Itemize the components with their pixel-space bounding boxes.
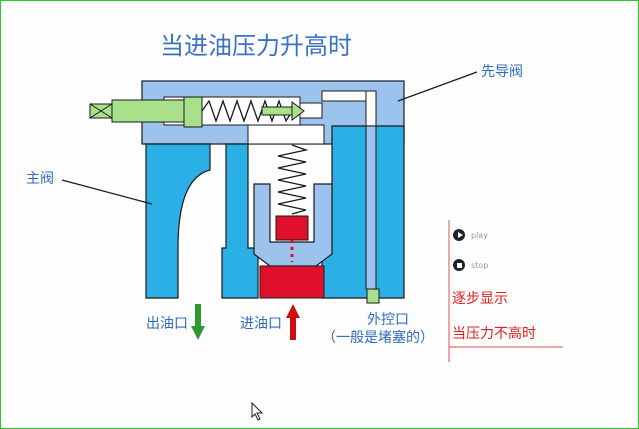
label-main-valve: 主阀 xyxy=(26,171,54,187)
main-valve-leader xyxy=(61,179,153,205)
label-external-control: 外控口 xyxy=(367,312,409,328)
step-display-button[interactable]: 逐步显示 xyxy=(452,291,508,307)
stop-label: stop xyxy=(471,260,489,270)
pilot-valve-leader xyxy=(397,71,478,102)
label-pilot-valve: 先导阀 xyxy=(481,64,523,80)
pilot-poppet xyxy=(261,101,305,121)
outlet-arrow xyxy=(191,304,205,340)
case-low-pressure-button[interactable]: 当压力不高时 xyxy=(452,326,536,342)
label-inlet: 进油口 xyxy=(240,316,282,332)
inlet-oil xyxy=(259,265,325,299)
main-valve-body xyxy=(145,125,405,299)
stop-button[interactable]: stop xyxy=(453,259,488,271)
adjusting-screw[interactable] xyxy=(89,96,203,128)
inlet-arrow xyxy=(286,304,300,340)
pilot-spring xyxy=(201,99,293,123)
label-external-control-note: （一般是堵塞的） xyxy=(322,330,434,346)
diagram-title: 当进油压力升高时 xyxy=(160,32,352,60)
play-label: play xyxy=(471,230,488,240)
stop-icon xyxy=(453,259,465,271)
external-control-port xyxy=(366,288,380,304)
mouse-cursor-icon xyxy=(251,401,264,421)
main-spring xyxy=(277,144,309,215)
label-outlet: 出油口 xyxy=(146,316,188,332)
main-spool xyxy=(253,183,333,267)
play-icon xyxy=(453,229,465,241)
play-button[interactable]: play xyxy=(453,229,488,241)
